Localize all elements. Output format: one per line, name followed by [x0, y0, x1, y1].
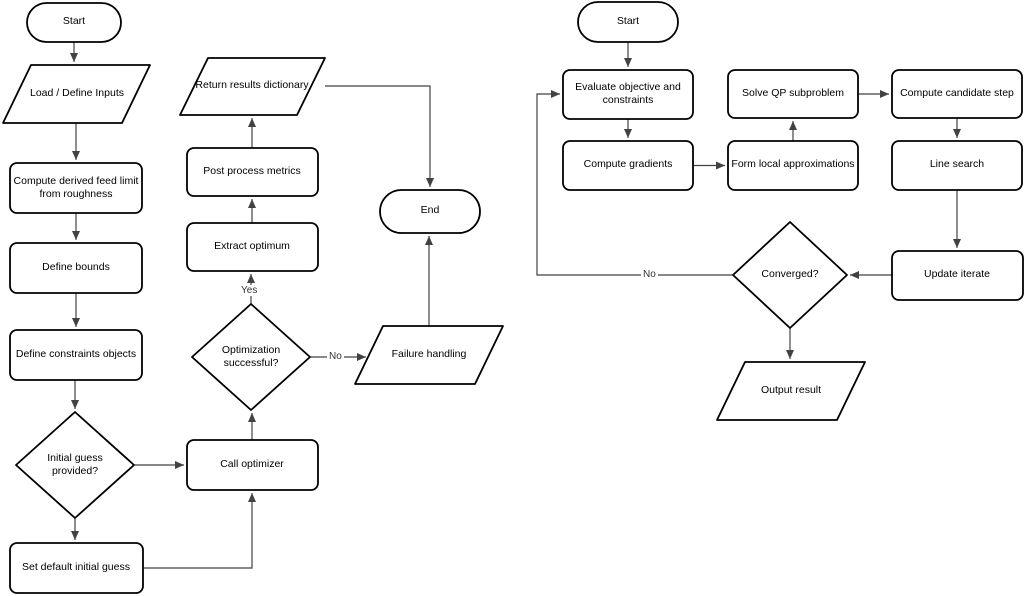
node-define-constraints: [9, 329, 143, 381]
node-converged-decision: [732, 221, 848, 329]
node-line-search: [891, 140, 1023, 191]
node-compute-feed-limit: [9, 162, 143, 214]
edge-setdefault-to-optimizer: [143, 493, 256, 569]
node-update-iterate: [891, 250, 1024, 301]
node-evaluate: [562, 69, 694, 120]
node-compute-gradients: [562, 140, 694, 191]
node-start-left: [26, 2, 122, 43]
node-load-inputs: [2, 64, 151, 124]
edge-return-to-end: [325, 85, 434, 187]
node-solve-qp: [727, 69, 859, 119]
node-call-optimizer: [186, 439, 319, 491]
edge-converged-no-loop: [536, 90, 733, 276]
node-form-local: [727, 140, 859, 191]
node-end-left: [379, 189, 481, 234]
node-set-default-guess: [9, 542, 144, 594]
node-extract-optimum: [186, 222, 319, 272]
node-return-results: [179, 57, 326, 116]
node-output-result: [716, 361, 866, 421]
node-define-bounds: [9, 242, 143, 294]
node-opt-successful-decision: [191, 303, 311, 411]
node-start-right: [577, 1, 679, 43]
node-failure-handling: [354, 325, 504, 385]
node-initial-guess-decision: [15, 411, 135, 519]
node-post-process: [186, 147, 319, 197]
node-candidate-step: [891, 69, 1023, 119]
